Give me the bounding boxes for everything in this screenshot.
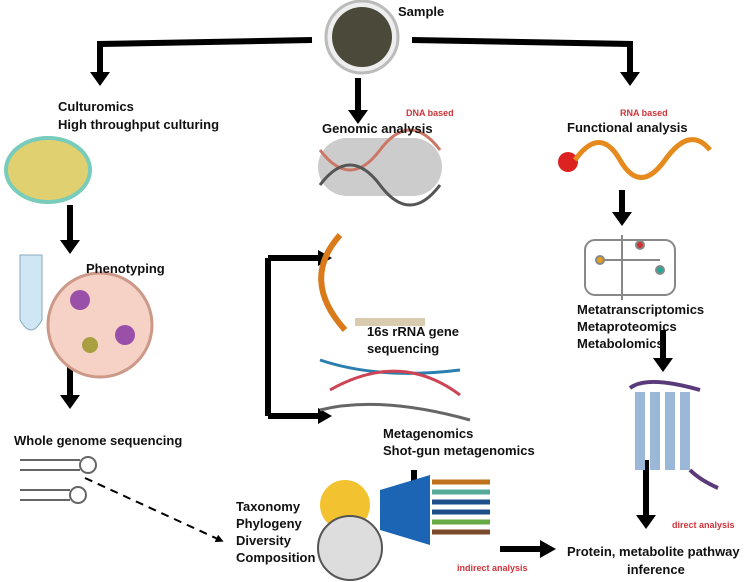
- petri-dish-icon: [324, 0, 400, 75]
- rna-based-label: RNA based: [620, 108, 668, 118]
- bacteria-circle-icon: [46, 271, 154, 379]
- direct-analysis-label: direct analysis: [672, 520, 735, 530]
- functional-analysis-label: Functional analysis: [567, 120, 688, 135]
- sample-label: Sample: [398, 4, 445, 19]
- dna-capsule-icon: [318, 128, 442, 207]
- culture-plate-icon: [4, 136, 92, 204]
- sequencer-icon: [317, 475, 490, 581]
- inference-label-1: Protein, metabolite pathway: [567, 544, 740, 559]
- metabolomics-label: Metabolomics: [577, 336, 664, 351]
- rrna-label-2: sequencing: [367, 341, 440, 356]
- metaproteomics-label: Metaproteomics: [577, 319, 677, 334]
- rrna-icon: [318, 233, 425, 333]
- taxonomy-label: Taxonomy: [236, 499, 301, 514]
- rrna-label-1: 16s rRNA gene: [367, 324, 459, 339]
- dashed-arrow: [84, 477, 224, 542]
- wgs-label: Whole genome sequencing: [14, 433, 183, 448]
- genomic-analysis-label: Genomic analysis: [322, 121, 433, 136]
- metabolic-network-icon: [584, 235, 676, 300]
- metagenome-strands-icon: [319, 358, 471, 422]
- phylogeny-label: Phylogeny: [236, 516, 302, 531]
- dna-hairpin-icon: [20, 456, 97, 504]
- dna-based-label: DNA based: [406, 108, 454, 118]
- membrane-protein-icon: [628, 379, 719, 490]
- inference-label-2: inference: [627, 562, 685, 577]
- metatranscriptomics-label: Metatranscriptomics: [577, 302, 705, 317]
- culturomics-label: Culturomics: [58, 99, 134, 114]
- shotgun-label: Shot-gun metagenomics: [383, 443, 535, 458]
- rna-strand-icon: [558, 137, 712, 180]
- diversity-label: Diversity: [236, 533, 291, 548]
- phenotyping-label: Phenotyping: [86, 261, 165, 276]
- branch-arrows: [67, 37, 666, 552]
- high-throughput-label: High throughput culturing: [58, 117, 220, 132]
- test-tube-icon: [19, 254, 43, 331]
- composition-label: Composition: [236, 550, 316, 565]
- metagenomics-label: Metagenomics: [383, 426, 474, 441]
- indirect-analysis-label: indirect analysis: [457, 563, 528, 573]
